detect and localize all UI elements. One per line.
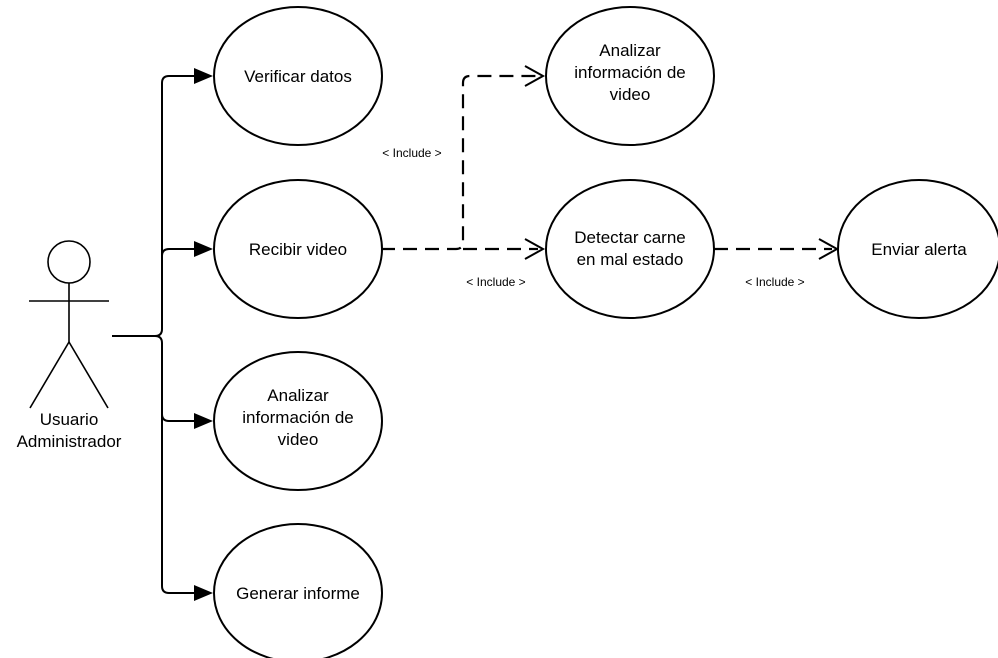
use-case-recibir-video: Recibir video [213, 179, 383, 319]
actor-head [47, 240, 91, 284]
include-label-analizar: < Include > [382, 146, 441, 160]
use-case-ellipse [837, 179, 998, 319]
use-case-analizar-informacion-video: Analizar información de video [213, 351, 383, 491]
arrowhead-generar [194, 585, 213, 601]
arrowhead-recibir [194, 241, 213, 257]
arrowhead-analizar [194, 413, 213, 429]
association-to-generar-informe [154, 335, 200, 594]
association-trunk [112, 75, 200, 337]
use-case-ellipse [213, 351, 383, 491]
use-case-enviar-alerta: Enviar alerta [837, 179, 998, 319]
use-case-label: Verificar datos [244, 67, 352, 86]
actor-right-leg [68, 341, 109, 409]
use-case-verificar-datos: Verificar datos [213, 6, 383, 146]
use-case-ellipse [545, 179, 715, 319]
actor-associations [112, 68, 213, 601]
use-case-label-line3: video [278, 430, 319, 449]
association-to-recibir-video [161, 248, 200, 257]
include-label-detectar: < Include > [466, 275, 525, 289]
association-to-analizar-info [161, 413, 200, 422]
open-arrow-detectar [524, 238, 546, 260]
use-case-label-line1: Analizar [599, 41, 661, 60]
use-case-ellipse [213, 523, 383, 658]
open-arrow-analizar [524, 65, 546, 87]
include-label-alerta: < Include > [745, 275, 804, 289]
actor-name-line1: Usuario [40, 410, 99, 429]
use-case-detectar-carne: Detectar carne en mal estado [545, 179, 715, 319]
include-relations: < Include > < Include > < Include > [381, 65, 840, 289]
actor-usuario-administrador: Usuario Administrador [17, 240, 122, 451]
use-case-ellipse [213, 6, 383, 146]
use-case-label-line3: video [610, 85, 651, 104]
use-case-label-line1: Detectar carne [574, 228, 686, 247]
use-case-ellipse [545, 6, 715, 146]
use-case-generar-informe: Generar informe [213, 523, 383, 658]
use-case-ellipse [213, 179, 383, 319]
use-case-label: Enviar alerta [871, 240, 967, 259]
use-case-analizar-informacion-video-include: Analizar información de video [545, 6, 715, 146]
include-line-to-analizar [381, 74, 538, 251]
use-case-label-line2: información de [242, 408, 354, 427]
use-case-label-line1: Analizar [267, 386, 329, 405]
use-case-label-line2: información de [574, 63, 686, 82]
use-case-label-line2: en mal estado [577, 250, 684, 269]
actor-left-leg [29, 341, 70, 409]
actor-name-line2: Administrador [17, 432, 122, 451]
arrowhead-verificar [194, 68, 213, 84]
use-case-label: Recibir video [249, 240, 347, 259]
use-case-label: Generar informe [236, 584, 360, 603]
